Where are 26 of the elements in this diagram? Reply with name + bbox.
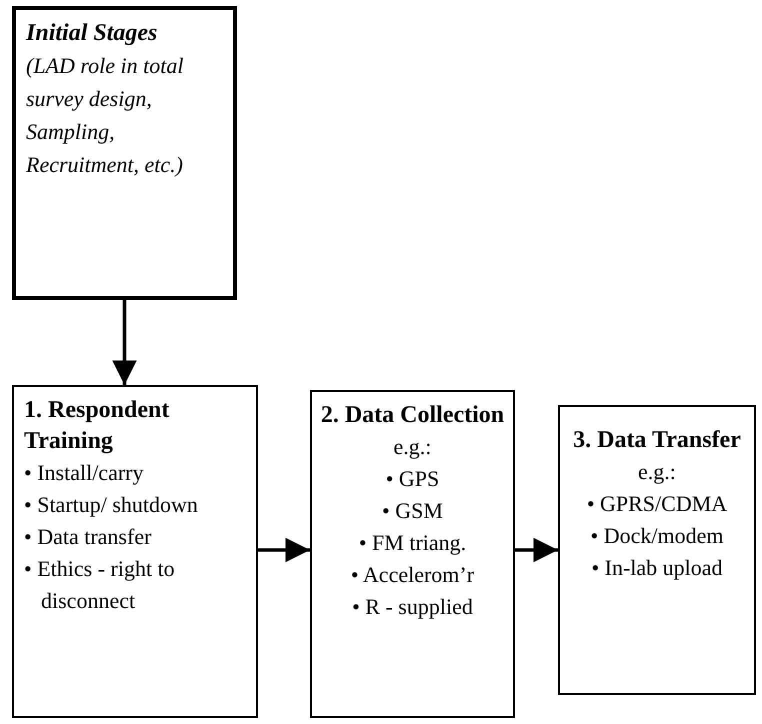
bullet-item: • Install/carry <box>24 459 144 487</box>
bullet-item: • Accelerom’r <box>350 561 474 589</box>
bullet-item: • In-lab upload <box>591 554 723 582</box>
step-heading: 3. Data Transfer <box>573 426 741 455</box>
stage-heading: Initial Stages <box>26 19 158 48</box>
bullet-item: • R - supplied <box>352 593 473 621</box>
arrow <box>112 300 137 385</box>
bullet-item: • GSM <box>382 497 443 525</box>
process-box <box>12 385 258 718</box>
bullet-item: • FM triang. <box>358 529 466 557</box>
bullet-item: • Data transfer <box>24 523 152 551</box>
arrow <box>258 538 310 562</box>
stage-description: (LAD role in total survey design, Sampling, Recruitment, etc.) <box>26 52 184 179</box>
bullet-item: • GPRS/CDMA <box>586 490 728 518</box>
step-heading: 1. Respondent Training <box>24 396 170 456</box>
step-heading: 2. Data Collection <box>320 401 504 430</box>
example-label: e.g.: <box>638 458 676 486</box>
bullet-item: • Dock/modem <box>590 522 724 550</box>
bullet-item: • Ethics - right to disconnect <box>24 555 176 615</box>
arrow <box>515 538 558 562</box>
bullet-item: • GPS <box>386 465 440 493</box>
bullet-item: • Startup/ shutdown <box>24 491 199 519</box>
process-box <box>310 390 515 718</box>
example-label: e.g.: <box>394 433 432 461</box>
process-box <box>12 6 237 300</box>
process-box <box>558 405 756 695</box>
